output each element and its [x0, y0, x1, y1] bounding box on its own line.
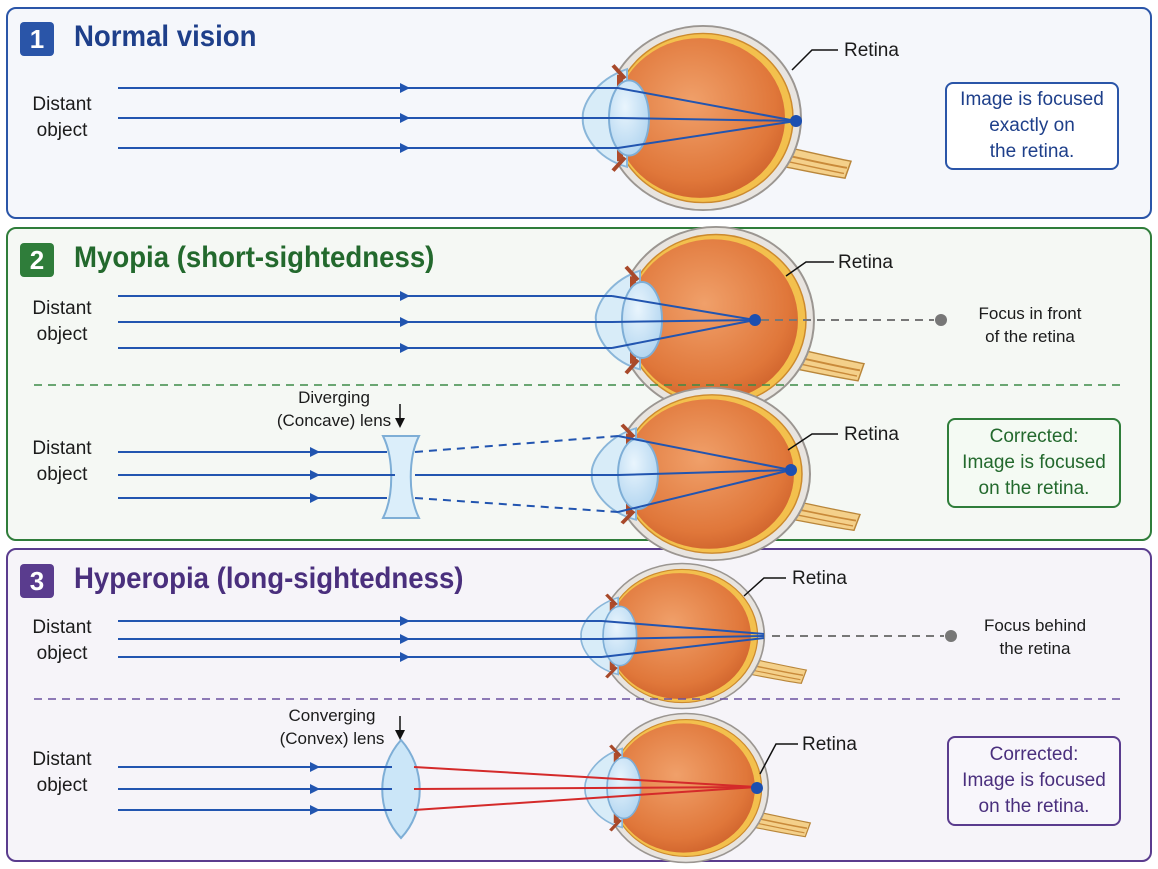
concave-lens-icon	[381, 435, 421, 519]
lens-label: Diverging(Concave) lens	[276, 388, 392, 430]
focus-point	[785, 464, 797, 476]
retina-pointer	[787, 433, 838, 451]
retina-pointer	[785, 261, 834, 277]
retina-label: Retina	[802, 734, 857, 755]
retina-label: Retina	[792, 568, 847, 589]
myopia-light-rays	[118, 291, 756, 353]
focus-point	[749, 314, 761, 326]
panel-number-badge: 3	[20, 564, 54, 598]
panel-number-badge: 2	[20, 243, 54, 277]
hyperopia-light-rays	[118, 616, 765, 662]
focus-point	[790, 115, 802, 127]
panel-title: Myopia (short-sightedness)	[74, 241, 435, 274]
retina-pointer	[743, 577, 786, 597]
hyperopia-corrected-rays	[413, 766, 758, 811]
hyperopia-incoming-rays	[118, 762, 392, 815]
retina-pointer	[759, 743, 798, 775]
projected-focus-point	[945, 630, 957, 642]
myopia-corrected-rays	[118, 435, 792, 513]
focus-point	[751, 782, 763, 794]
retina-label: Retina	[838, 252, 893, 273]
normal-light-rays	[118, 83, 797, 153]
panel-title: Hyperopia (long-sightedness)	[74, 562, 464, 595]
projected-focus-point	[935, 314, 947, 326]
retina-label: Retina	[844, 40, 899, 61]
panel-title: Normal vision	[74, 20, 257, 53]
convex-lens-icon	[381, 738, 421, 840]
retina-label: Retina	[844, 424, 899, 445]
retina-pointer	[791, 49, 838, 71]
lens-label: Converging(Convex) lens	[279, 706, 385, 748]
panel-number-badge: 1	[20, 22, 54, 56]
